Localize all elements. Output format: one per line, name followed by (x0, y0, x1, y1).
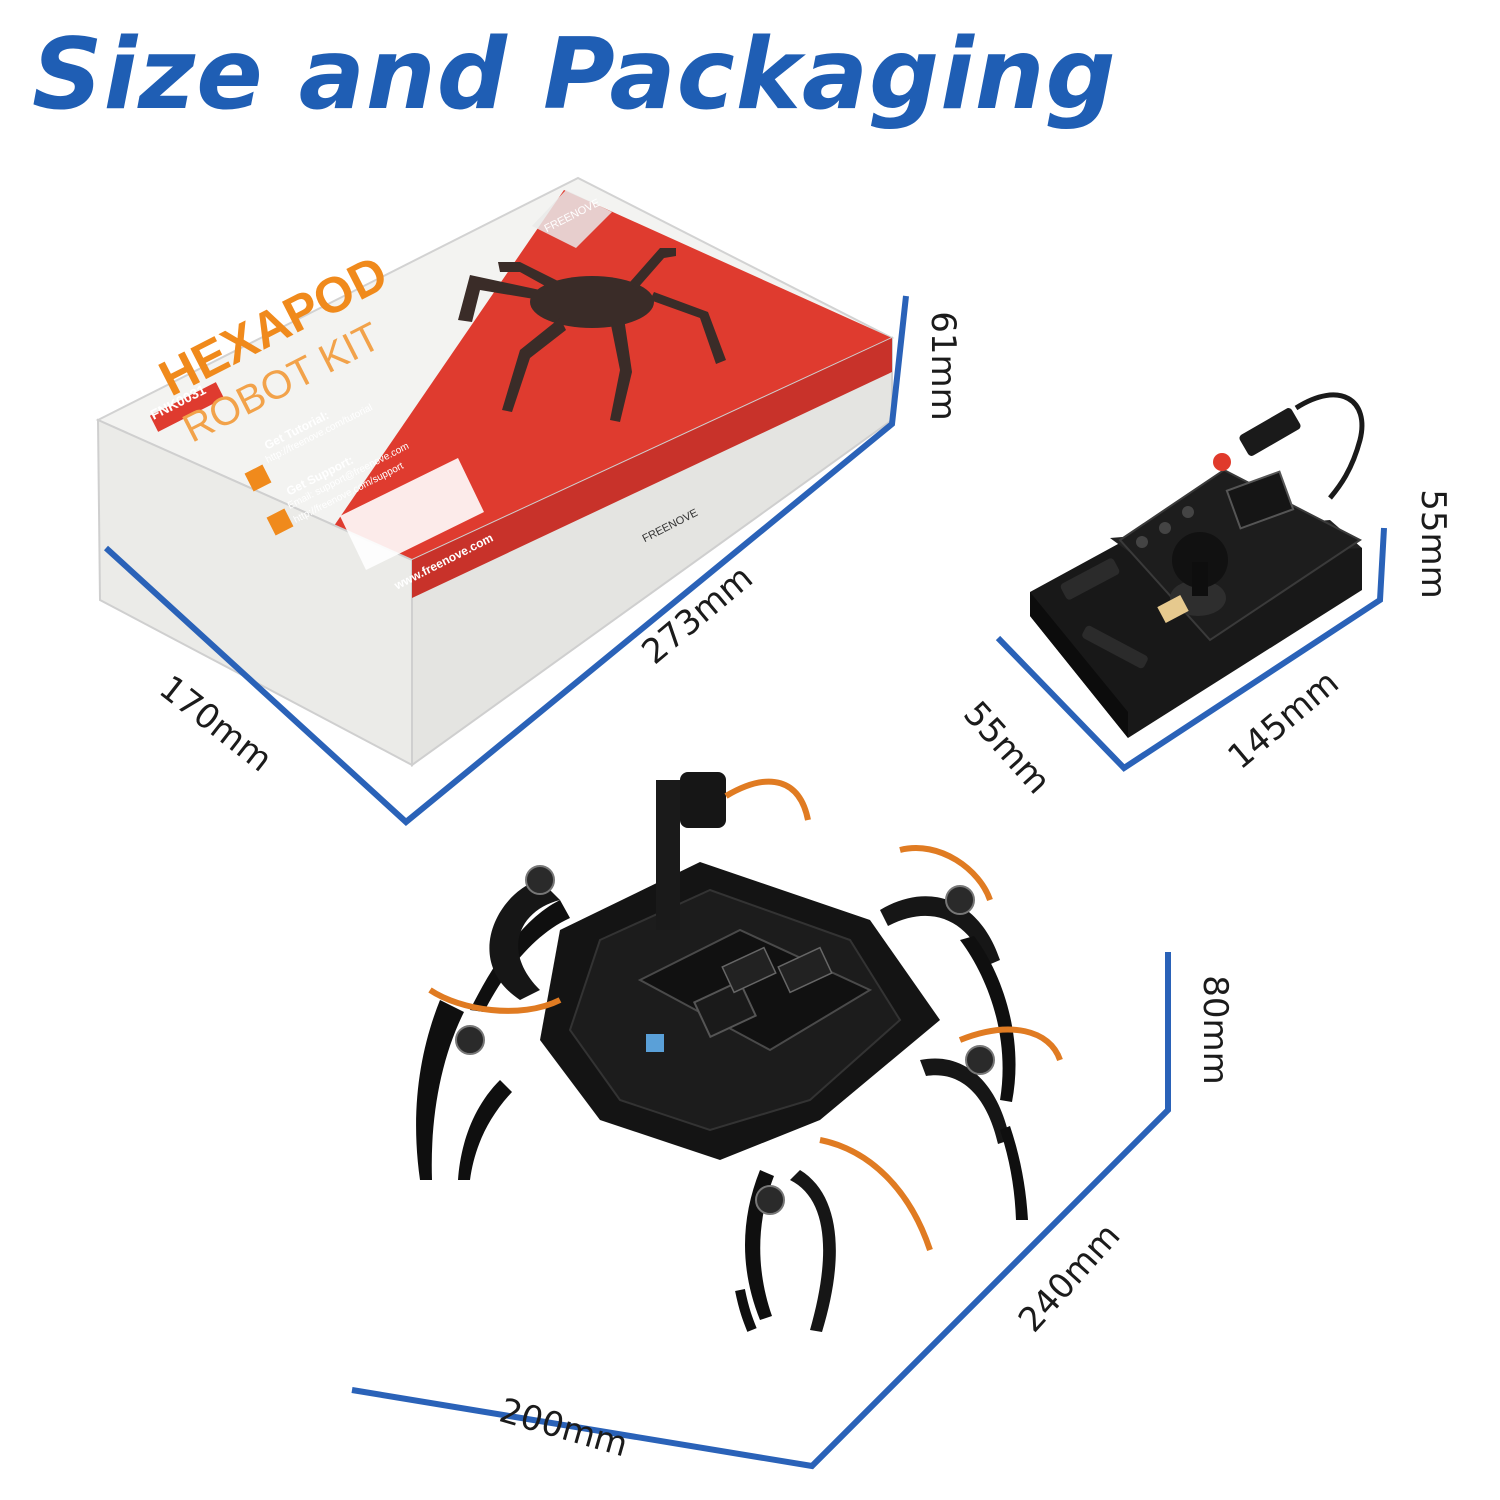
box-robot-photo (458, 248, 726, 422)
robot-height-label: 80mm (1194, 975, 1235, 1085)
robot-dim-line (351, 952, 1171, 1470)
remote-controller (1030, 392, 1365, 738)
hexapod-robot (416, 772, 1063, 1332)
controller-dim-line (995, 527, 1387, 772)
box-dim-line (103, 295, 909, 826)
box-height-label: 61mm (922, 311, 963, 421)
dimension-lines (103, 295, 1387, 1470)
packaging-box (95, 176, 895, 767)
page-title: Size and Packaging (32, 18, 1117, 132)
controller-height-label: 55mm (1412, 489, 1453, 599)
